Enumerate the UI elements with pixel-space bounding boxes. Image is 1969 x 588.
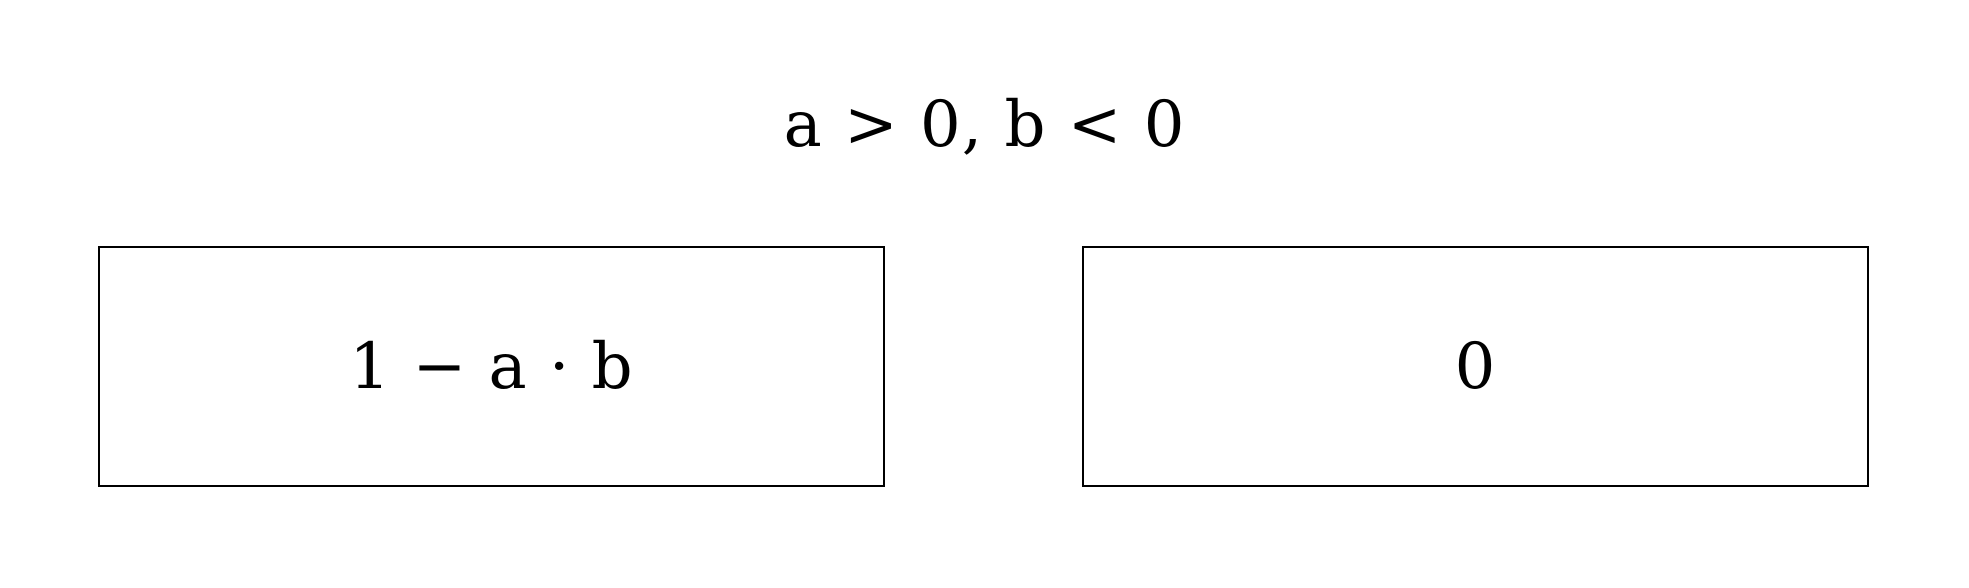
result-box-right-label: 0 bbox=[1454, 329, 1497, 404]
condition-label: a > 0, b < 0 bbox=[0, 78, 1969, 172]
condition-text: a > 0, b < 0 bbox=[783, 88, 1186, 162]
result-box-left: 1 − a · b bbox=[98, 246, 885, 487]
result-box-left-label: 1 − a · b bbox=[349, 329, 634, 404]
result-box-right: 0 bbox=[1082, 246, 1869, 487]
